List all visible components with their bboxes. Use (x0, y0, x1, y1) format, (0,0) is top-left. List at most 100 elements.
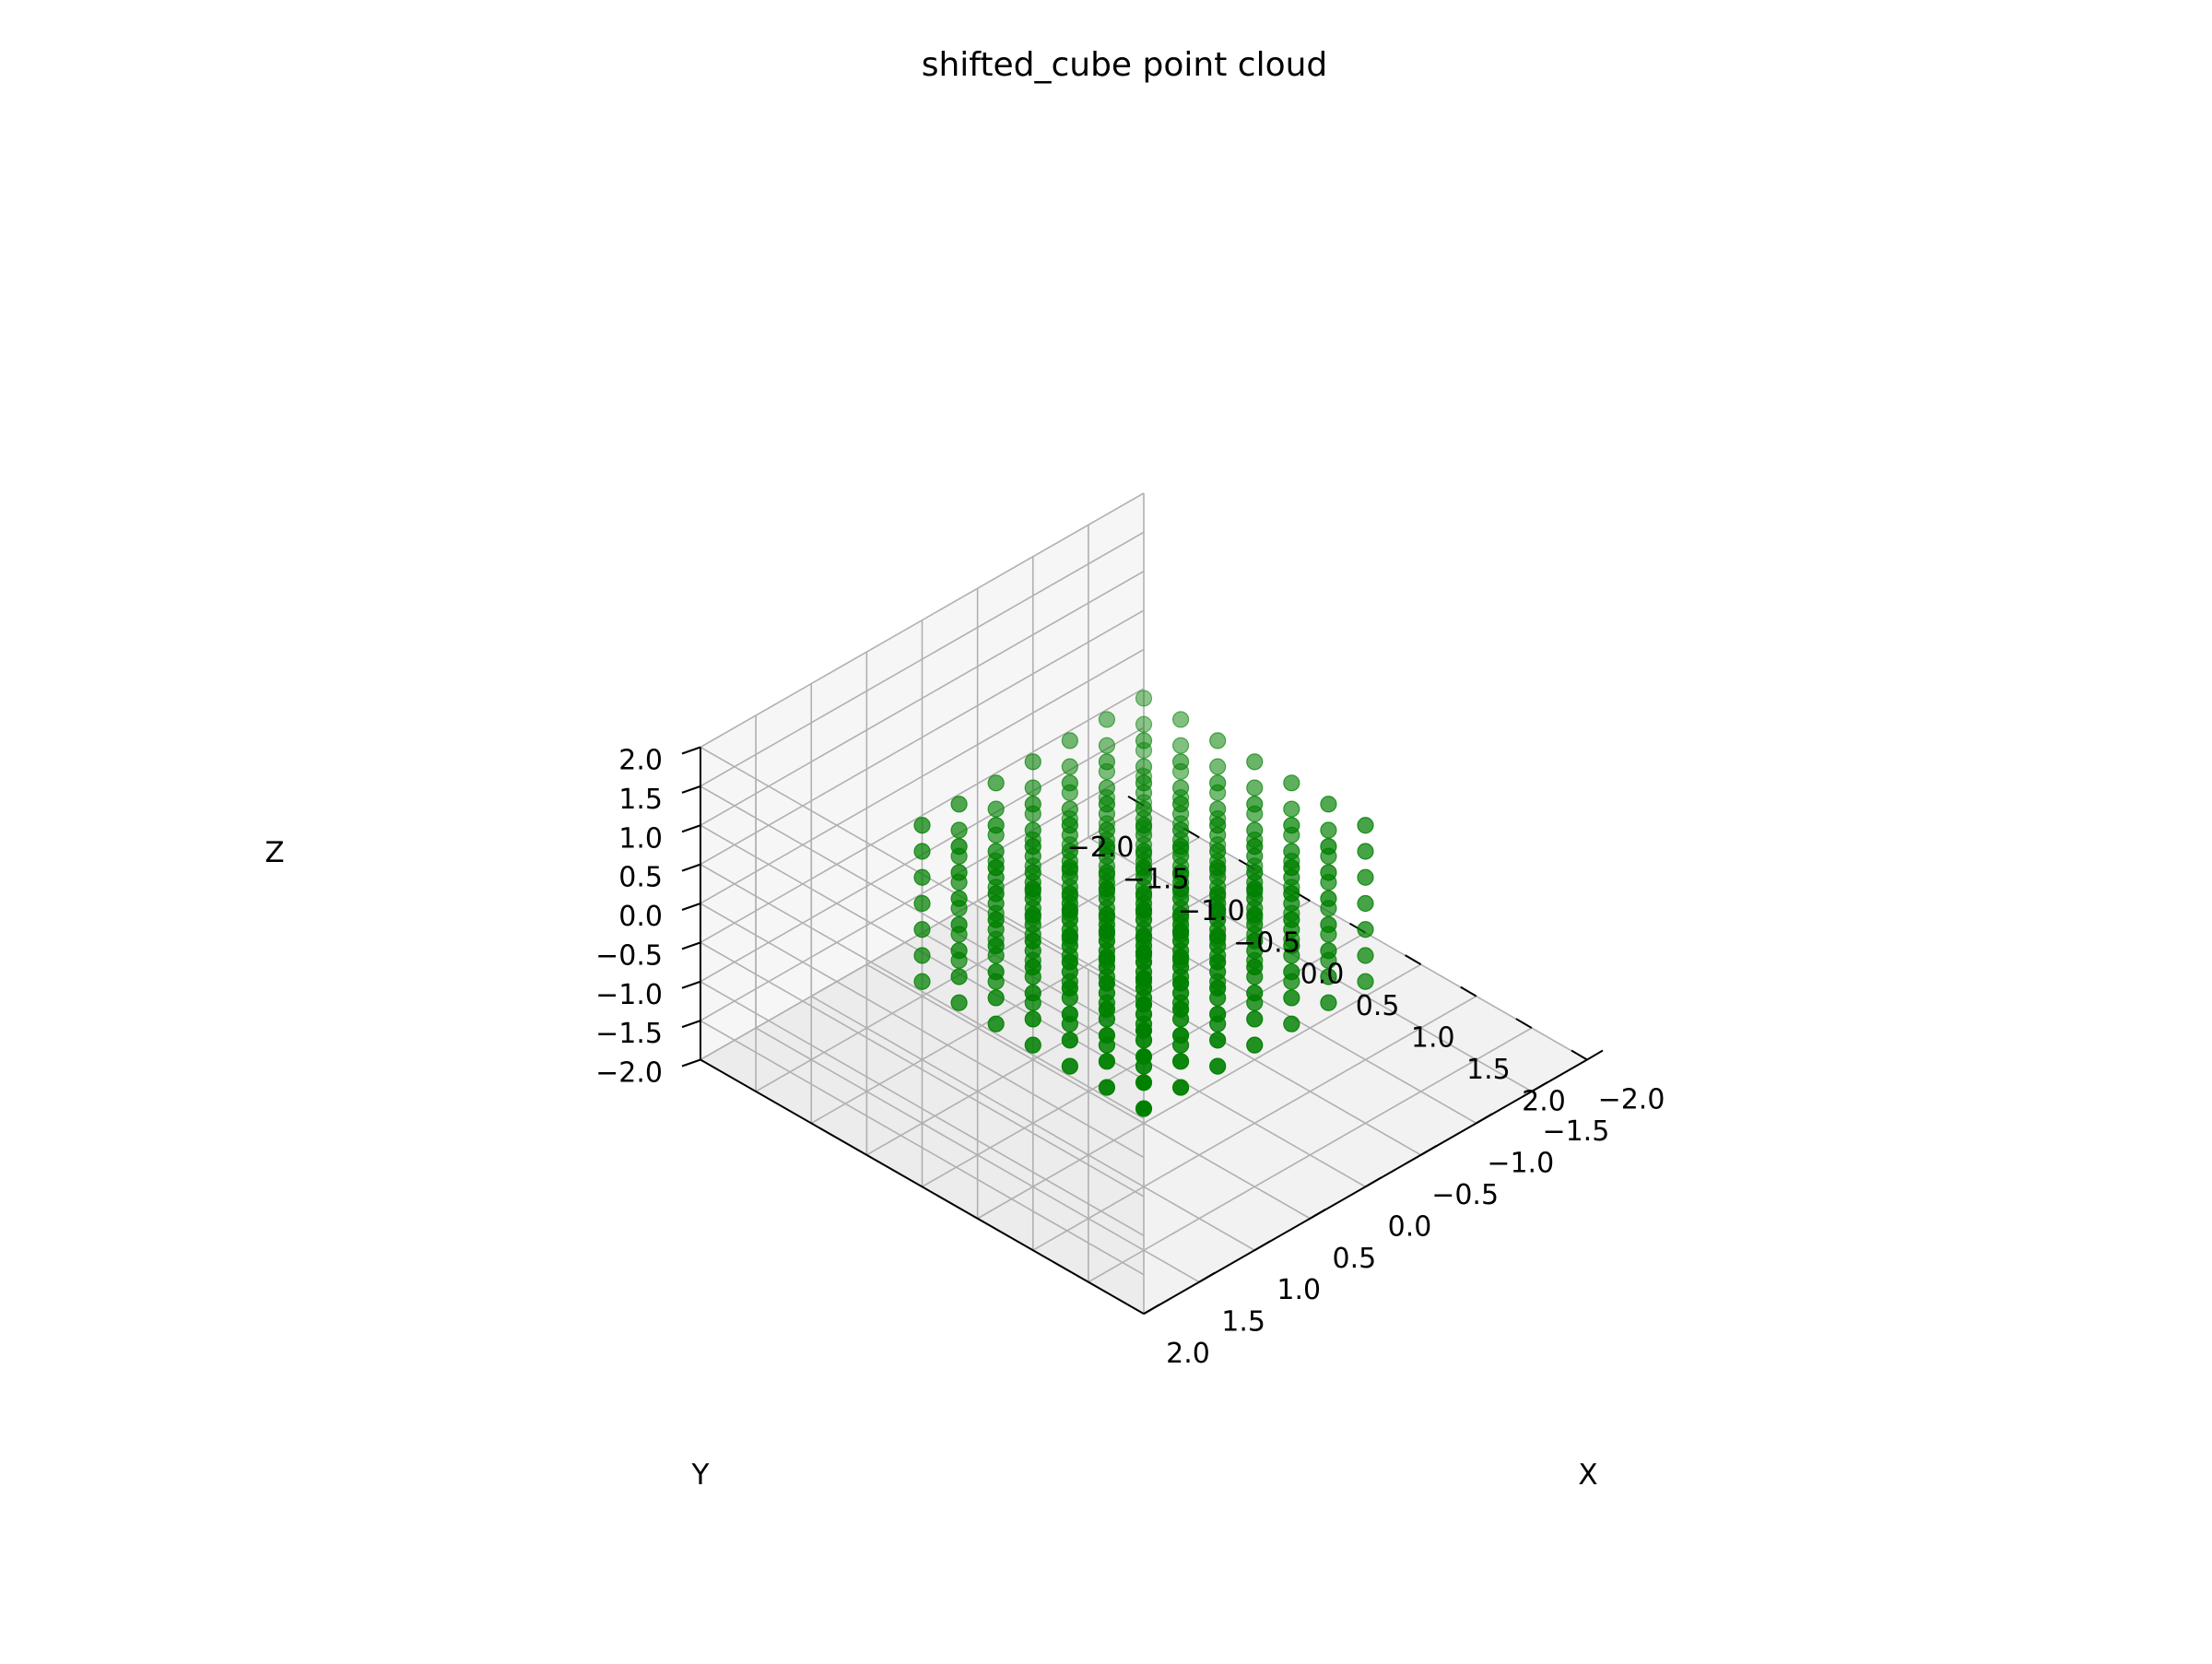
data-point (950, 942, 968, 960)
data-point (1135, 943, 1153, 962)
z-tick-label: 2.0 (618, 745, 663, 777)
data-point (1098, 1000, 1116, 1018)
data-point (1171, 1026, 1190, 1044)
data-point (1246, 838, 1264, 856)
data-point (1171, 838, 1190, 856)
data-point (1098, 1026, 1116, 1044)
data-point (1171, 949, 1190, 966)
data-point (1283, 911, 1300, 928)
grid-line-y-floor (977, 963, 1422, 1220)
data-point (987, 911, 1005, 928)
data-point (950, 890, 968, 907)
data-point (1135, 902, 1153, 919)
y-tick (1515, 1018, 1533, 1029)
data-point (1061, 1006, 1078, 1023)
x-tick-label: −0.5 (1431, 1179, 1499, 1211)
data-point (1098, 880, 1116, 898)
data-point (1320, 838, 1337, 856)
data-point (1209, 953, 1227, 971)
data-point (1209, 758, 1227, 775)
y-tick-label: 1.5 (1466, 1054, 1511, 1086)
data-point (1320, 864, 1337, 881)
x-tick-label: −2.0 (1598, 1084, 1665, 1116)
data-point (987, 800, 1005, 818)
z-tick (681, 1058, 701, 1068)
data-point (1209, 859, 1227, 877)
z-tick-label: −1.0 (595, 979, 663, 1011)
data-point (1171, 906, 1190, 924)
z-axis-label: Z (265, 836, 284, 869)
data-point (1171, 753, 1190, 771)
data-point (1209, 1032, 1227, 1049)
data-point (1246, 821, 1264, 839)
data-point (1135, 885, 1153, 903)
z-tick (681, 785, 701, 794)
data-point (987, 817, 1005, 834)
data-point (1061, 927, 1078, 945)
data-point (1246, 779, 1264, 797)
data-point (1098, 922, 1116, 940)
data-point (1061, 843, 1078, 860)
data-point (1098, 753, 1116, 771)
data-point (1171, 737, 1190, 754)
data-point (1098, 864, 1116, 881)
z-tick (681, 824, 701, 833)
data-point (1283, 859, 1300, 877)
x-tick-label: 0.5 (1333, 1243, 1377, 1275)
data-point (950, 821, 968, 839)
data-point (1098, 711, 1116, 728)
y-tick-label: 0.0 (1300, 959, 1345, 991)
data-point (1061, 859, 1078, 877)
data-point (1246, 796, 1264, 813)
data-point (1135, 843, 1153, 860)
grid-line-z-right (700, 648, 1145, 904)
z-tick-label: 1.0 (618, 822, 663, 855)
data-point (1209, 1006, 1227, 1023)
data-point (1171, 1079, 1190, 1096)
z-tick (681, 1020, 701, 1029)
data-point (913, 894, 931, 913)
y-tick-label: −0.5 (1233, 926, 1300, 959)
data-point (1135, 732, 1153, 749)
data-point (1061, 885, 1078, 903)
data-point (1320, 796, 1337, 813)
data-point (950, 838, 968, 856)
data-point (1283, 774, 1300, 792)
z-tick (681, 863, 701, 872)
grid-line-z-left (700, 903, 1145, 1159)
data-point (1061, 953, 1078, 971)
x-tick (1420, 1144, 1438, 1156)
data-point (1098, 906, 1116, 924)
data-point (1320, 915, 1337, 934)
data-point (987, 859, 1005, 877)
data-point (1135, 1021, 1153, 1039)
x-tick (1531, 1081, 1548, 1092)
y-tick-label: 1.0 (1411, 1022, 1455, 1055)
y-tick-label: 0.5 (1356, 990, 1400, 1022)
data-point (1357, 921, 1374, 938)
y-tick-label: −1.0 (1178, 895, 1245, 927)
x-tick (1198, 1271, 1216, 1283)
data-point (1098, 838, 1116, 856)
grid-line-z-left (700, 863, 1145, 1119)
data-point (1209, 885, 1227, 903)
data-point (1135, 800, 1153, 818)
data-point (1171, 880, 1190, 898)
data-point (1098, 779, 1116, 797)
data-point (1171, 779, 1190, 797)
y-tick-label: −1.5 (1123, 863, 1190, 895)
grid-line-z-right (700, 609, 1145, 866)
data-point (1024, 821, 1041, 839)
z-tick (681, 746, 701, 755)
data-point (987, 1015, 1005, 1033)
data-point (1024, 906, 1041, 924)
grid-line-x-floor (755, 1027, 1200, 1283)
data-point (987, 885, 1005, 903)
data-point (1098, 974, 1116, 992)
data-point (1024, 838, 1041, 856)
data-point (1061, 774, 1078, 792)
data-point (913, 921, 931, 938)
x-tick (1586, 1049, 1604, 1061)
data-point (1357, 817, 1374, 834)
